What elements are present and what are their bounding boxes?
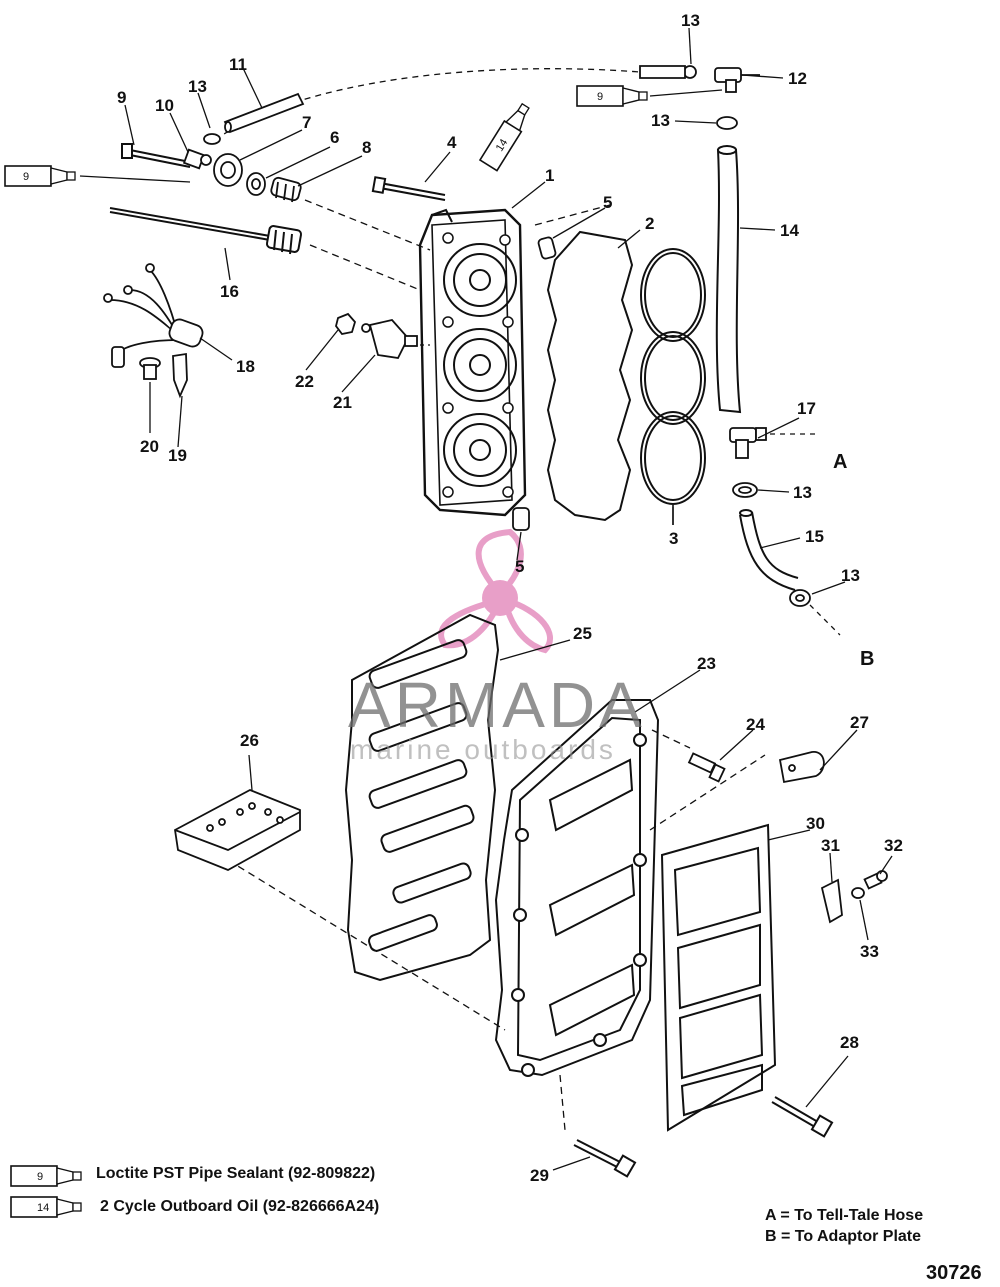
part-32-screw bbox=[863, 870, 888, 890]
part-27-bracket bbox=[778, 751, 825, 784]
callout-31: 31 bbox=[821, 836, 840, 855]
callout-25: 25 bbox=[573, 624, 592, 643]
callout-22: 22 bbox=[295, 372, 314, 391]
callout-23: 23 bbox=[697, 654, 716, 673]
callout-27: 27 bbox=[850, 713, 869, 732]
part-15-hose bbox=[739, 509, 799, 591]
callout-1: 1 bbox=[545, 166, 555, 185]
callout-8: 8 bbox=[362, 138, 372, 157]
part-17-tee-fitting bbox=[729, 427, 767, 459]
part-2-gasket bbox=[546, 230, 634, 522]
callout-14: 14 bbox=[780, 221, 799, 240]
callout-15: 15 bbox=[805, 527, 824, 546]
svg-text:9: 9 bbox=[23, 171, 29, 183]
callout-33: 33 bbox=[860, 942, 879, 961]
part-30-gasket bbox=[660, 823, 777, 1132]
part-22-nut bbox=[335, 312, 357, 335]
part-13-clamp-lower bbox=[789, 589, 811, 607]
part-12-fitting bbox=[714, 67, 760, 93]
legend-item-9: Loctite PST Pipe Sealant (92-809822) bbox=[96, 1165, 376, 1182]
callout-13-middle: 13 bbox=[793, 483, 812, 502]
part-6-thermostat-seal bbox=[246, 172, 266, 196]
callout-13-upper: 13 bbox=[651, 111, 670, 130]
callout-18: 18 bbox=[236, 357, 255, 376]
callout-13-top: 13 bbox=[681, 11, 700, 30]
part-24-screw bbox=[687, 752, 726, 783]
watermark-subtitle: marine outboards bbox=[350, 734, 616, 765]
part-28-bolt bbox=[771, 1096, 834, 1138]
part-25-gasket bbox=[344, 613, 500, 982]
part-10-fitting bbox=[182, 148, 212, 170]
part-26-reed-block bbox=[174, 789, 301, 871]
callout-21: 21 bbox=[333, 393, 352, 412]
callout-6: 6 bbox=[330, 128, 340, 147]
callout-11: 11 bbox=[229, 55, 247, 74]
callout-30: 30 bbox=[806, 814, 825, 833]
part-1-cylinder-head bbox=[418, 208, 527, 517]
callout-12: 12 bbox=[788, 69, 807, 88]
svg-text:14: 14 bbox=[494, 137, 511, 154]
part-7-thermostat bbox=[213, 153, 243, 187]
svg-text:14: 14 bbox=[37, 1202, 49, 1214]
callout-13-left: 13 bbox=[188, 77, 207, 96]
part-13-clamp-top bbox=[639, 65, 697, 79]
part-8-thermostat-body bbox=[270, 176, 302, 203]
callout-13-lower: 13 bbox=[841, 566, 860, 585]
callout-7: 7 bbox=[302, 113, 312, 132]
svg-text:9: 9 bbox=[597, 91, 603, 103]
legend-tube-14: 14 bbox=[10, 1196, 82, 1218]
callout-29: 29 bbox=[530, 1166, 549, 1185]
part-16-sensor bbox=[109, 207, 303, 255]
callout-2: 2 bbox=[645, 214, 655, 233]
callout-letter-b: B bbox=[860, 648, 875, 670]
callout-16: 16 bbox=[220, 282, 239, 301]
figure-number: 30726 bbox=[926, 1262, 982, 1284]
callout-4: 4 bbox=[447, 133, 457, 152]
part-11-hose bbox=[223, 92, 305, 134]
tube-14-top: 14 bbox=[479, 99, 535, 172]
legend-item-14: 2 Cycle Outboard Oil (92-826666A24) bbox=[100, 1198, 380, 1215]
tube-9-top: 9 bbox=[576, 85, 648, 107]
part-18-wire-harness bbox=[103, 263, 204, 368]
part-13-clamp-left bbox=[203, 133, 221, 145]
callout-5-top: 5 bbox=[603, 193, 613, 212]
callout-24: 24 bbox=[746, 715, 765, 734]
part-21-temp-sender bbox=[361, 319, 418, 359]
part-33-washer bbox=[851, 887, 865, 899]
callout-17: 17 bbox=[797, 399, 816, 418]
part-13-clamp-upper bbox=[716, 116, 738, 130]
tube-9-left: 9 bbox=[4, 165, 76, 187]
callout-10: 10 bbox=[155, 96, 174, 115]
watermark-title: ARMADA bbox=[348, 669, 646, 741]
part-14-hose bbox=[715, 145, 742, 414]
part-19-clip bbox=[172, 352, 188, 399]
part-13-clamp-middle bbox=[732, 482, 758, 498]
part-23-intake-manifold bbox=[494, 699, 660, 1077]
callout-9: 9 bbox=[117, 88, 127, 107]
part-9-bolt bbox=[121, 143, 191, 168]
part-4-bolt bbox=[371, 176, 446, 201]
part-31-clip bbox=[820, 878, 843, 924]
callout-26: 26 bbox=[240, 731, 259, 750]
callout-19: 19 bbox=[168, 446, 187, 465]
callout-28: 28 bbox=[840, 1033, 859, 1052]
callout-20: 20 bbox=[140, 437, 159, 456]
svg-text:9: 9 bbox=[37, 1171, 43, 1183]
callout-3: 3 bbox=[669, 529, 679, 548]
part-3-o-rings bbox=[640, 248, 706, 505]
callout-5-bottom: 5 bbox=[515, 557, 525, 576]
callout-32: 32 bbox=[884, 836, 903, 855]
legend-tube-9: 9 bbox=[10, 1165, 82, 1187]
note-b: B = To Adaptor Plate bbox=[765, 1228, 922, 1245]
part-20-screw bbox=[139, 357, 161, 380]
part-29-bolt bbox=[573, 1139, 637, 1178]
note-a: A = To Tell-Tale Hose bbox=[765, 1207, 924, 1224]
part-5-dowel-pins bbox=[512, 236, 557, 531]
callout-letter-a: A bbox=[833, 451, 848, 473]
